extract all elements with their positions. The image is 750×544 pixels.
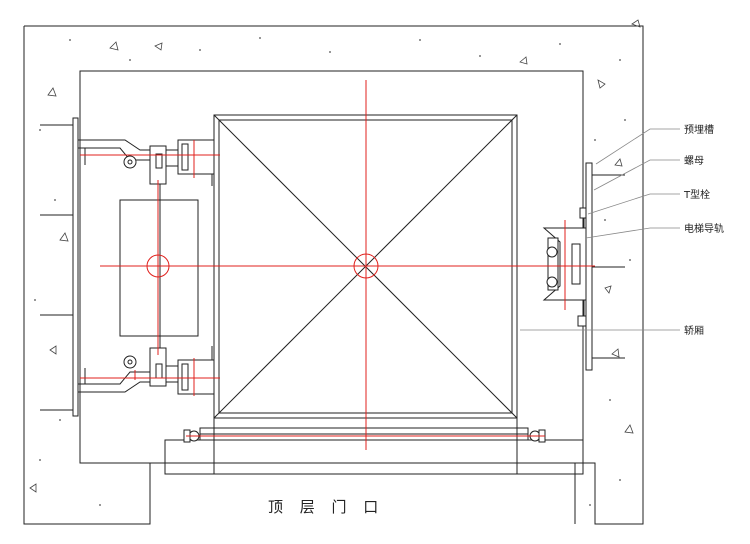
right-guide-rail xyxy=(542,207,587,327)
label-guide-rail: 电梯导轨 xyxy=(684,222,724,235)
shaft-opening xyxy=(79,70,584,464)
label-top-floor-door: 顶 层 门 口 xyxy=(268,498,384,516)
label-t-bolt: T型栓 xyxy=(683,188,710,201)
door-sill xyxy=(164,418,584,475)
left-rail-bracket-top xyxy=(78,139,215,186)
left-embedded-channel xyxy=(40,117,79,417)
center-lines xyxy=(80,80,595,450)
leader-lines xyxy=(520,128,680,331)
label-car: 轿厢 xyxy=(684,324,704,337)
label-embedded-channel: 预埋槽 xyxy=(684,123,714,136)
counterweight xyxy=(119,199,199,337)
left-rail-bracket-bottom xyxy=(78,346,215,395)
concrete-hatch xyxy=(29,19,641,506)
label-nut: 螺母 xyxy=(684,155,704,167)
